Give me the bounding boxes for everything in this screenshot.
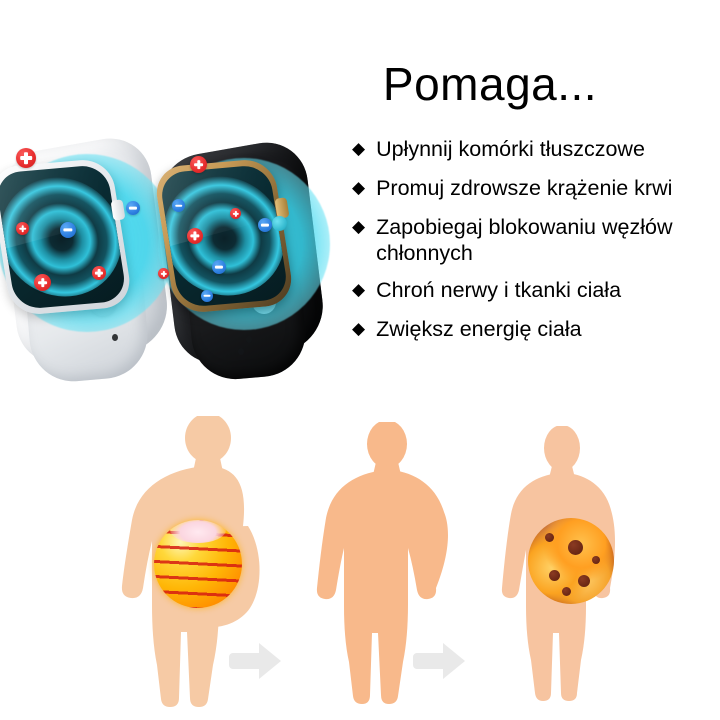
- ion-plus-icon: [230, 208, 241, 219]
- benefits-copy: Pomaga... ◆ Upłynnij komórki tłuszczowe …: [352, 58, 720, 355]
- ion-plus-icon: [158, 268, 169, 279]
- ion-plus-icon: [92, 266, 106, 280]
- benefits-list: ◆ Upłynnij komórki tłuszczowe ◆ Promuj z…: [352, 136, 720, 344]
- benefit-text: Chroń nerwy i tkanki ciała: [376, 278, 622, 302]
- ion-plus-icon: [187, 228, 203, 244]
- diamond-bullet-icon: ◆: [352, 139, 366, 158]
- benefit-text: Zwiększ energię ciała: [376, 317, 582, 341]
- progress-arrow-2: [412, 638, 468, 682]
- cell-nucleus: [577, 574, 590, 587]
- cell-nucleus: [548, 569, 560, 581]
- progress-arrow-1: [228, 638, 284, 682]
- white-smartwatch: [0, 131, 204, 385]
- list-item: ◆ Zwiększ energię ciała: [352, 316, 720, 344]
- overweight-body-figure: [292, 422, 482, 712]
- diamond-bullet-icon: ◆: [352, 217, 366, 236]
- watch-screen-black: [158, 164, 290, 308]
- smartwatch-gallery: [0, 130, 352, 390]
- watch-strap-pinhole: [246, 336, 252, 343]
- black-smartwatch: [150, 135, 360, 383]
- diamond-bullet-icon: ◆: [352, 280, 366, 299]
- watch-sensor-dot: [272, 216, 287, 231]
- ion-minus-icon: [258, 218, 272, 232]
- fat-cells-cluster-marker: [528, 518, 614, 604]
- page-title: Pomaga...: [382, 58, 598, 110]
- product-benefits-section: Pomaga... ◆ Upłynnij komórki tłuszczowe …: [0, 0, 720, 410]
- ion-plus-icon: [16, 222, 29, 235]
- cell-nucleus: [591, 555, 600, 564]
- ion-plus-icon: [190, 156, 207, 173]
- ion-plus-icon: [34, 274, 51, 291]
- cell-nucleus: [562, 586, 572, 596]
- ion-minus-icon: [60, 222, 76, 238]
- watch-strap-pinhole: [112, 334, 118, 341]
- diamond-bullet-icon: ◆: [352, 178, 366, 197]
- ion-plus-icon: [16, 148, 36, 168]
- list-item: ◆ Chroń nerwy i tkanki ciała: [352, 277, 720, 305]
- diamond-bullet-icon: ◆: [352, 319, 366, 338]
- ion-minus-icon: [126, 201, 140, 215]
- ion-minus-icon: [201, 290, 213, 302]
- ion-minus-icon: [212, 260, 226, 274]
- cell-nucleus: [567, 540, 583, 556]
- benefit-text: Zapobiegaj blokowaniu węzłów chłonnych: [376, 215, 673, 265]
- list-item: ◆ Zapobiegaj blokowaniu węzłów chłonnych: [352, 214, 720, 266]
- benefit-text: Promuj zdrowsze krążenie krwi: [376, 176, 673, 200]
- list-item: ◆ Promuj zdrowsze krążenie krwi: [352, 175, 720, 203]
- benefit-text: Upłynnij komórki tłuszczowe: [376, 137, 645, 161]
- list-item: ◆ Upłynnij komórki tłuszczowe: [352, 136, 720, 164]
- cell-nucleus: [545, 533, 555, 543]
- ion-minus-icon: [172, 199, 185, 212]
- body-transformation-section: [0, 408, 720, 720]
- watch-strap-pinhole: [238, 348, 244, 355]
- fat-cells-dense-marker: [154, 520, 242, 608]
